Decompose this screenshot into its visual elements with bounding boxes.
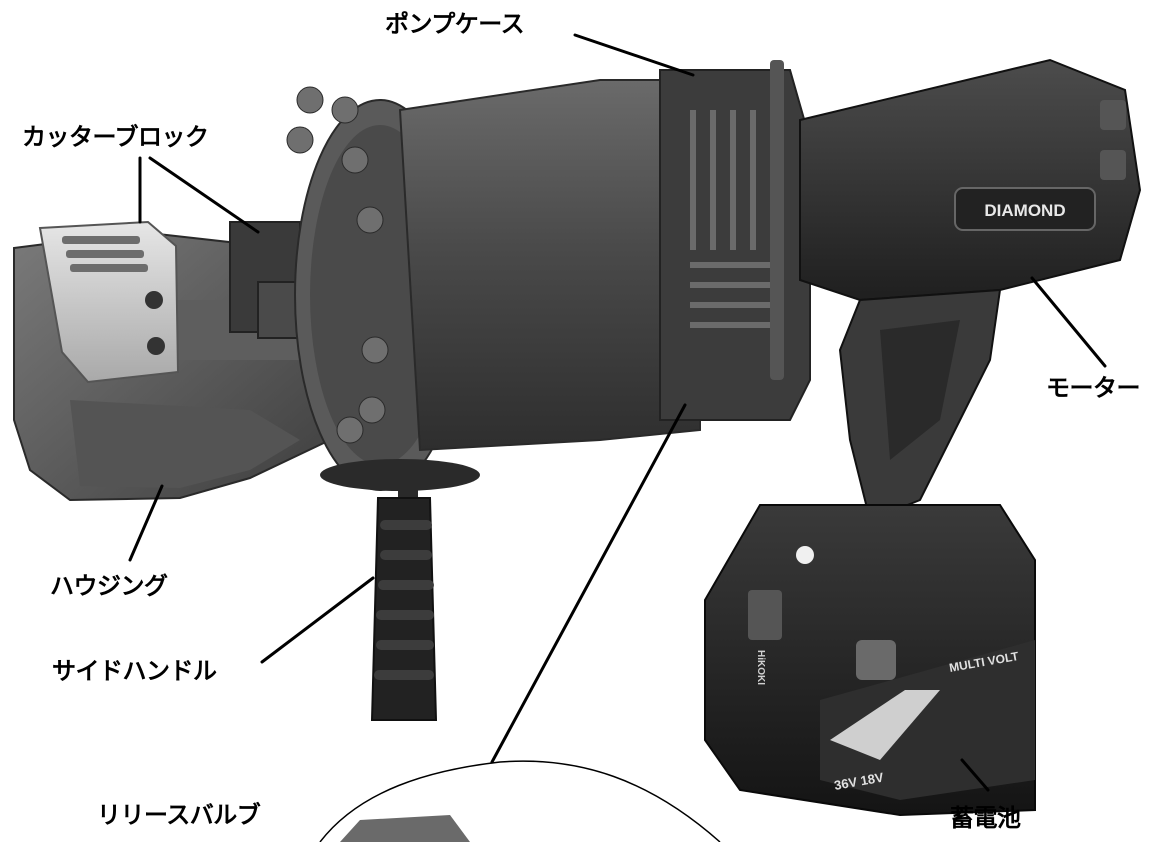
label-release-valve: リリースバルブ bbox=[97, 801, 261, 829]
pump-case-leader bbox=[573, 33, 695, 77]
battery-pack-shape bbox=[704, 504, 1036, 817]
housing-leader bbox=[128, 484, 164, 562]
label-pump-case: ポンプケース bbox=[385, 10, 525, 38]
side-handle-leader bbox=[260, 576, 375, 664]
side-handle-shape bbox=[320, 459, 480, 721]
magnified-inset bbox=[319, 760, 721, 842]
pump-case-shape bbox=[659, 60, 811, 421]
grip-shape bbox=[838, 288, 1002, 522]
label-motor: モーター bbox=[1046, 374, 1141, 402]
cutter-block-plate bbox=[38, 220, 180, 384]
motor-housing-shape bbox=[799, 58, 1142, 302]
motor-leader bbox=[1030, 276, 1107, 368]
battery-maker-text: HiKOKI bbox=[755, 650, 766, 685]
label-cutter-block: カッターブロック bbox=[22, 123, 209, 151]
release-valve-leader bbox=[490, 403, 687, 764]
label-housing: ハウジング bbox=[50, 572, 168, 600]
cutter-block-leader-2 bbox=[148, 156, 260, 234]
main-cylinder bbox=[398, 79, 701, 452]
cutter-jaw bbox=[229, 221, 301, 339]
badge-text: DIAMOND bbox=[984, 201, 1065, 220]
battery-leader bbox=[960, 758, 990, 792]
label-side-handle: サイドハンドル bbox=[52, 657, 217, 685]
label-battery: 蓄電池 bbox=[950, 804, 1021, 832]
